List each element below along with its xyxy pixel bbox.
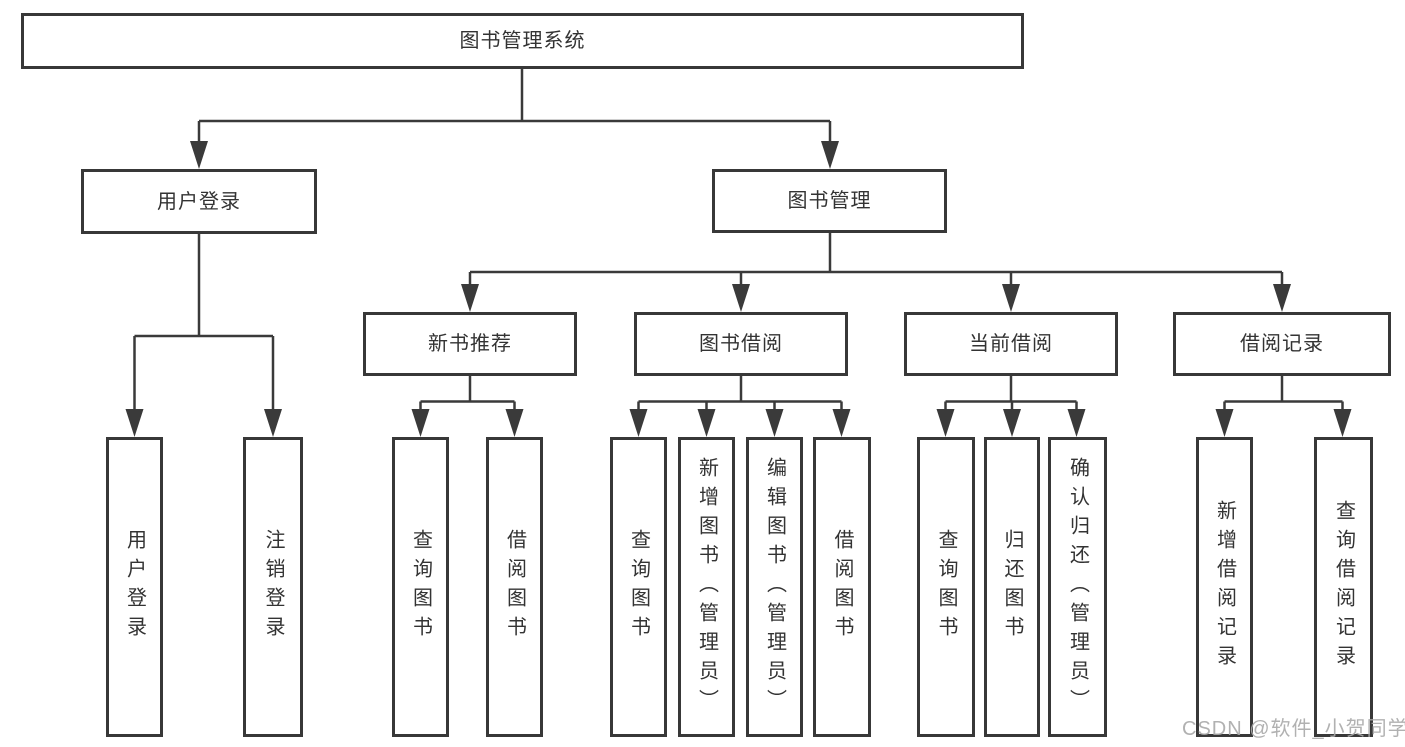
leaf-logout-label: 注销登录 [262, 529, 284, 645]
leaf-return-books: 归还图书 [984, 437, 1040, 737]
leaf-borrow-books-1-label: 借阅图书 [503, 529, 526, 645]
leaf-edit-books-admin-label: 编辑图书（管理员） [763, 456, 786, 718]
leaf-query-books-1-label: 查询图书 [409, 529, 432, 645]
leaf-edit-books-admin: 编辑图书（管理员） [746, 437, 803, 737]
leaf-borrow-books-2: 借阅图书 [813, 437, 871, 737]
node-borrow-records-label: 借阅记录 [1240, 333, 1324, 355]
leaf-user-login-label: 用户登录 [123, 529, 146, 645]
csdn-watermark: CSDN @软件_小贺同学 [1182, 718, 1405, 740]
leaf-query-books-2-label: 查询图书 [627, 529, 650, 645]
leaf-user-login: 用户登录 [106, 437, 163, 737]
leaf-query-borrow-record-label: 查询借阅记录 [1332, 500, 1355, 674]
node-book-borrowing-label: 图书借阅 [699, 333, 783, 355]
leaf-return-books-label: 归还图书 [1001, 529, 1023, 645]
arrow-heads [125, 141, 1352, 437]
leaf-query-books-1: 查询图书 [392, 437, 449, 737]
node-new-books: 新书推荐 [363, 312, 577, 376]
leaf-add-books-admin: 新增图书（管理员） [678, 437, 735, 737]
node-new-books-label: 新书推荐 [428, 333, 512, 355]
node-book-mgmt: 图书管理 [712, 169, 947, 233]
leaf-confirm-return-admin: 确认归还（管理员） [1048, 437, 1107, 737]
node-user-login-label: 用户登录 [157, 190, 241, 213]
node-borrow-records: 借阅记录 [1173, 312, 1391, 376]
leaf-add-books-admin-label: 新增图书（管理员） [695, 456, 718, 718]
node-root: 图书管理系统 [21, 13, 1024, 69]
leaf-query-books-3-label: 查询图书 [935, 529, 957, 645]
leaf-borrow-books-1: 借阅图书 [486, 437, 543, 737]
leaf-borrow-books-2-label: 借阅图书 [831, 529, 853, 645]
leaf-add-borrow-record: 新增借阅记录 [1196, 437, 1253, 737]
leaf-add-borrow-record-label: 新增借阅记录 [1213, 500, 1236, 674]
node-user-login: 用户登录 [81, 169, 317, 234]
leaf-query-borrow-record: 查询借阅记录 [1314, 437, 1373, 737]
leaf-logout: 注销登录 [243, 437, 303, 737]
node-book-mgmt-label: 图书管理 [787, 190, 872, 212]
leaf-query-books-3: 查询图书 [917, 437, 975, 737]
leaf-query-books-2: 查询图书 [610, 437, 667, 737]
node-current-borrowing: 当前借阅 [904, 312, 1118, 376]
node-book-borrowing: 图书借阅 [634, 312, 848, 376]
node-current-borrowing-label: 当前借阅 [969, 333, 1053, 355]
leaf-confirm-return-admin-label: 确认归还（管理员） [1066, 456, 1089, 718]
node-root-label: 图书管理系统 [459, 30, 586, 52]
